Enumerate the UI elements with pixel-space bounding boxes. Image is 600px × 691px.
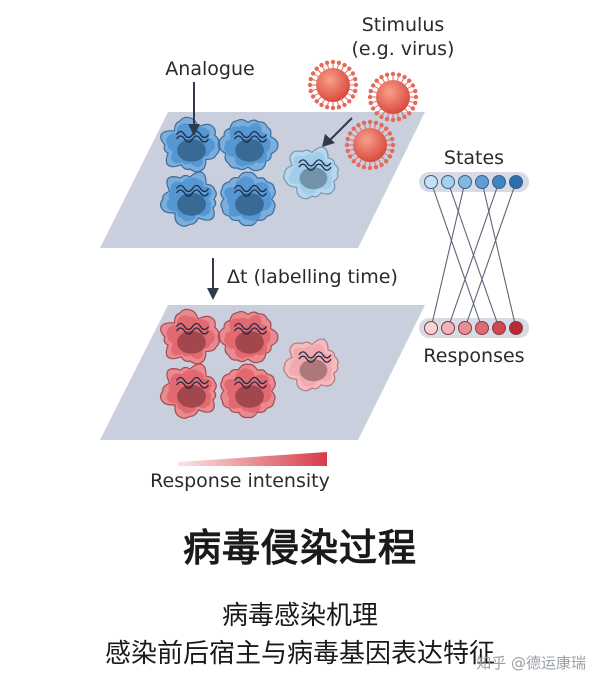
state-response-connections: [430, 181, 517, 329]
response-node: [492, 321, 506, 335]
connection-line: [430, 181, 483, 329]
cell-nucleus: [177, 139, 206, 162]
cell-nucleus: [235, 385, 264, 408]
cell: [160, 116, 220, 173]
cell: [218, 118, 279, 172]
virus-particles: [307, 59, 419, 171]
stimulus-arrow: [329, 117, 353, 141]
genome-squiggle-icon: [233, 184, 268, 197]
response-node: [424, 321, 438, 335]
cell: [220, 171, 276, 227]
state-node: [424, 175, 438, 189]
cell: [160, 308, 220, 365]
response-cell-cluster: [159, 308, 339, 419]
cell: [159, 171, 217, 227]
genome-squiggle-icon: [175, 184, 210, 197]
response-intensity-wedge: [178, 452, 327, 466]
analogue-arrow-head: [188, 124, 200, 136]
caption-line-2: 感染前后宿主与病毒基因表达特征: [104, 639, 495, 669]
stimulus-label: Stimulus: [362, 14, 445, 36]
cell: [283, 146, 339, 200]
state-node: [492, 175, 506, 189]
virus-icon: [307, 59, 359, 111]
analogue-label: Analogue: [165, 58, 254, 80]
labelling-time-label: Δt (labelling time): [227, 266, 398, 288]
analogue-cell-cluster: [159, 116, 339, 227]
caption-line-1: 病毒感染机理: [221, 601, 378, 631]
connection-line: [430, 181, 466, 329]
cell-nucleus: [177, 385, 206, 408]
responses-label: Responses: [423, 345, 524, 367]
connection-line: [481, 181, 517, 329]
stimulus-arrow-head: [322, 134, 335, 147]
time-arrow-head: [207, 288, 219, 300]
genome-squiggle-icon: [298, 351, 332, 363]
states-label: States: [444, 147, 504, 169]
cell-nucleus: [235, 331, 264, 354]
genome-squiggle-icon: [233, 322, 268, 335]
caption-title: 病毒侵染过程: [182, 526, 417, 570]
cell: [283, 338, 339, 392]
connection-line: [464, 181, 517, 329]
infection-diagram: Analogue Stimulus (e.g. virus) Δt (label…: [100, 14, 529, 492]
genome-squiggle-icon: [298, 159, 332, 171]
cell: [159, 363, 217, 419]
virus-icon: [344, 119, 396, 171]
cell-nucleus: [235, 193, 264, 216]
connection-line: [447, 181, 500, 329]
watermark: 知乎 @德运康瑞: [476, 654, 586, 672]
cell-nucleus: [299, 167, 328, 190]
state-node: [475, 175, 489, 189]
cell: [220, 363, 276, 419]
state-node: [458, 175, 472, 189]
state-node: [441, 175, 455, 189]
response-nodes: [424, 321, 523, 335]
genome-squiggle-icon: [175, 322, 210, 335]
stimulus-example-label: (e.g. virus): [352, 38, 455, 60]
genome-squiggle-icon: [233, 376, 268, 389]
response-intensity-label: Response intensity: [150, 470, 330, 492]
cell: [218, 310, 279, 364]
cell-nucleus: [235, 139, 264, 162]
response-node: [475, 321, 489, 335]
cell-nucleus: [177, 193, 206, 216]
state-node: [509, 175, 523, 189]
response-node: [509, 321, 523, 335]
genome-squiggle-icon: [233, 130, 268, 143]
response-node: [441, 321, 455, 335]
cell-nucleus: [177, 331, 206, 354]
genome-squiggle-icon: [175, 130, 210, 143]
state-nodes: [424, 175, 523, 189]
genome-squiggle-icon: [175, 376, 210, 389]
response-node: [458, 321, 472, 335]
cell-nucleus: [299, 359, 328, 382]
virus-icon: [367, 71, 419, 123]
